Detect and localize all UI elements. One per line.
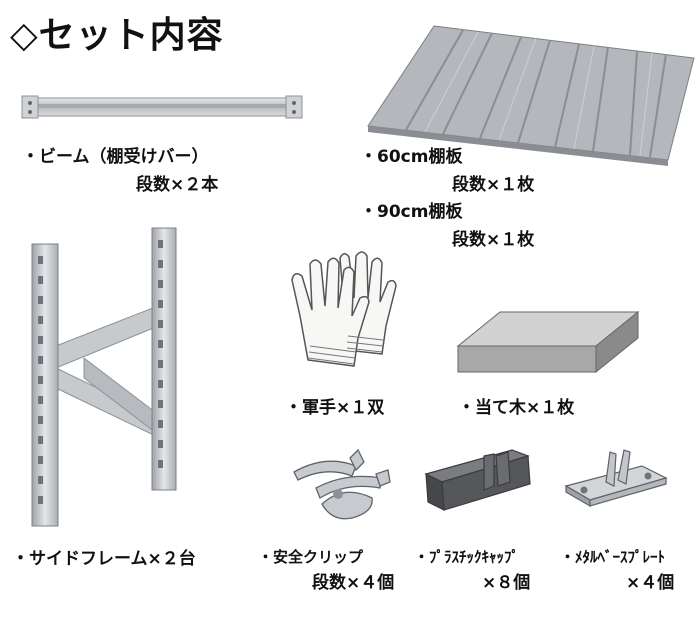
beam-qty: 段数×２本 bbox=[136, 175, 219, 195]
beam-name: ・ビーム（棚受けバー） bbox=[22, 147, 209, 167]
gloves-name: ・軍手×１双 bbox=[285, 398, 385, 418]
beam-image bbox=[21, 95, 303, 119]
cap-name: ・ﾌﾟﾗｽﾁｯｸｷｬｯﾌﾟ bbox=[414, 548, 520, 566]
plate-name: ・ﾒﾀﾙﾍﾞｰｽﾌﾟﾚｰﾄ bbox=[560, 548, 666, 566]
cap-qty: ×８個 bbox=[482, 573, 531, 593]
page-title: ◇セット内容 bbox=[10, 15, 224, 56]
shelf-board-image bbox=[367, 25, 695, 166]
shelf90-name: ・90cm棚板 bbox=[360, 202, 463, 222]
shelf60-name: ・60cm棚板 bbox=[360, 147, 463, 167]
base-plate-icon bbox=[564, 449, 668, 508]
clip-qty: 段数×４個 bbox=[312, 573, 395, 593]
side-frame-image bbox=[31, 227, 177, 527]
plate-qty: ×４個 bbox=[626, 573, 675, 593]
clip-name: ・安全クリップ bbox=[258, 548, 364, 566]
shelf60-qty: 段数×１枚 bbox=[452, 175, 535, 195]
block-name: ・当て木×１枚 bbox=[458, 398, 575, 418]
shelf90-qty: 段数×１枚 bbox=[452, 230, 535, 250]
wood-block-icon bbox=[456, 310, 640, 374]
frame-name: ・サイドフレーム×２台 bbox=[12, 549, 196, 569]
plastic-cap-icon bbox=[424, 449, 531, 512]
safety-clip-icon bbox=[293, 448, 391, 520]
gloves-icon bbox=[291, 251, 397, 367]
